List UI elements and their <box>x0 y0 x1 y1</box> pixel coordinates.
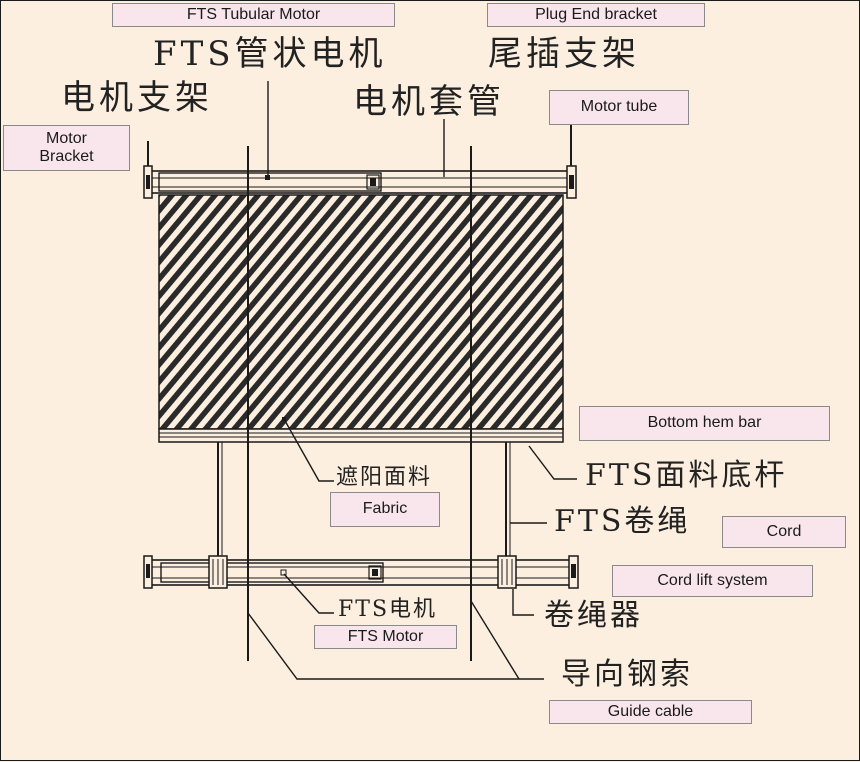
label-cord: Cord <box>722 516 846 548</box>
fabric-panel <box>158 194 564 430</box>
label-zh-cord-lift-system: 卷绳器 <box>544 598 643 633</box>
label-zh-guide-cable: 导向钢索 <box>561 657 693 692</box>
label-zh-fts-tubular-motor: FTS管状电机 <box>153 34 387 74</box>
label-zh-motor-tube: 电机套管 <box>353 82 505 122</box>
label-motor-bracket: Motor Bracket <box>3 125 130 171</box>
tubular-motor-body <box>158 172 382 192</box>
label-zh-plug-end-bracket: 尾插支架 <box>488 34 640 74</box>
bottom-hem-bar <box>158 428 564 443</box>
label-fabric: Fabric <box>330 492 440 527</box>
cord-lift-assembly <box>143 555 579 589</box>
top-roller-assembly <box>143 121 577 199</box>
label-bottom-hem-bar: Bottom hem bar <box>579 406 830 441</box>
label-zh-fabric: 遮阳面料 <box>336 465 433 490</box>
label-zh-cord: FTS卷绳 <box>554 504 691 539</box>
leader-lines <box>247 81 577 680</box>
label-zh-fts-motor: FTS电机 <box>338 597 438 622</box>
label-zh-bottom-hem-bar: FTS面料底杆 <box>585 458 788 493</box>
label-guide-cable: Guide cable <box>549 700 752 724</box>
label-fts-tubular-motor: FTS Tubular Motor <box>112 3 395 27</box>
motor-tube <box>150 170 570 194</box>
label-motor-tube: Motor tube <box>549 90 689 125</box>
label-fts-motor: FTS Motor <box>314 625 457 649</box>
label-cord-lift-system: Cord lift system <box>612 565 813 597</box>
label-plug-end-bracket: Plug End bracket <box>487 3 705 27</box>
label-zh-motor-bracket: 电机支架 <box>61 78 213 118</box>
